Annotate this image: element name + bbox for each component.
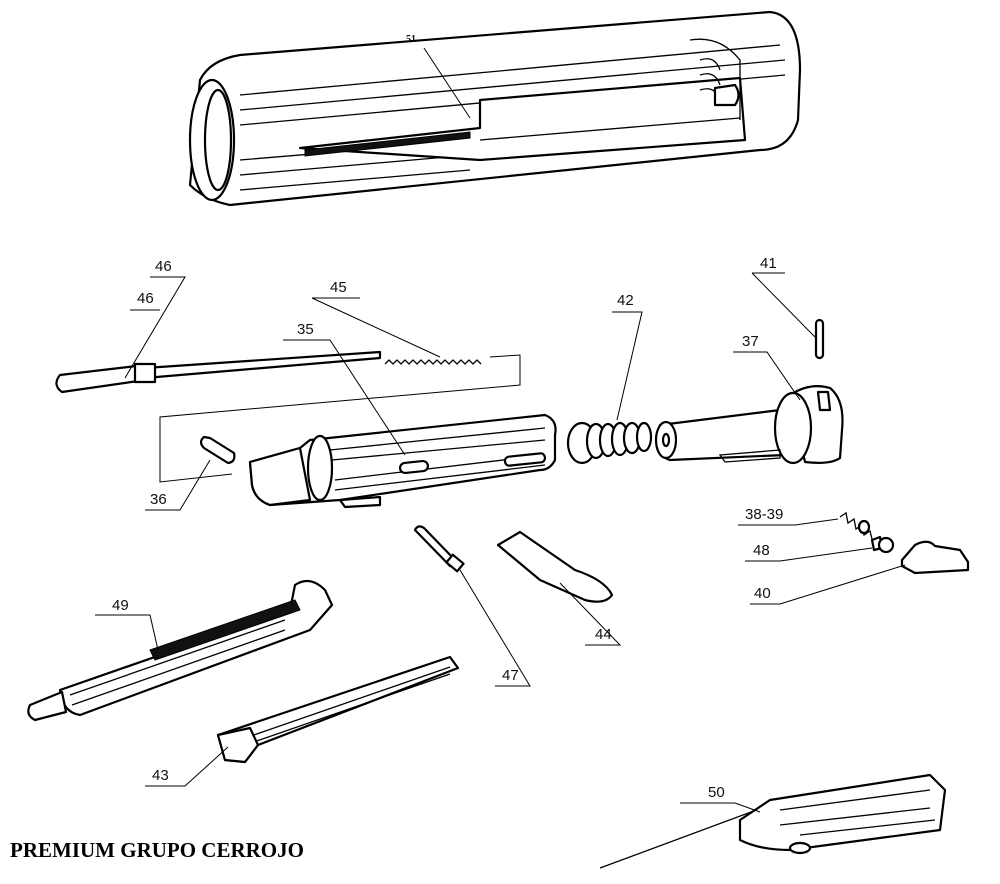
callout-46-lower: 46 <box>137 290 154 307</box>
callout-leaders <box>95 47 906 813</box>
callout-50: 50 <box>708 784 725 801</box>
part-48-plunger <box>870 535 895 554</box>
part-45-spring <box>384 359 482 365</box>
callout-43: 43 <box>152 767 169 784</box>
diagram-title: PREMIUM GRUPO CERROJO <box>10 838 304 862</box>
callout-41: 41 <box>760 255 777 272</box>
callout-36: 36 <box>150 491 167 508</box>
callout-44: 44 <box>595 626 612 643</box>
callout-35: 35 <box>297 321 314 338</box>
callout-40: 40 <box>754 585 771 602</box>
part-41-pin <box>814 318 825 360</box>
part-47-screw <box>413 525 465 573</box>
part-35-bolt <box>248 413 557 509</box>
callout-49: 49 <box>112 597 129 614</box>
callout-46-upper: 46 <box>155 258 172 275</box>
callout-37: 37 <box>742 333 759 350</box>
part-38-39-spring <box>839 511 873 540</box>
part-44-blade <box>496 530 614 603</box>
callout-51: 51 <box>406 34 416 45</box>
part-37-bolt-carrier <box>654 385 844 465</box>
assembly-bracket-line <box>159 354 521 483</box>
callout-42: 42 <box>617 292 634 309</box>
part-40-extractor <box>900 540 970 575</box>
part-49-guide-rod <box>27 579 334 722</box>
callout-48: 48 <box>753 542 770 559</box>
part-36-pin <box>199 435 236 465</box>
callout-45: 45 <box>330 279 347 296</box>
part-51-slide <box>188 10 802 207</box>
callout-38-39: 38-39 <box>745 506 784 523</box>
part-42-spring <box>566 421 653 465</box>
part-46-firing-pin <box>55 350 382 394</box>
callout-47: 47 <box>502 667 519 684</box>
part-50-assembly <box>599 773 947 869</box>
part-43-rail <box>216 655 460 764</box>
